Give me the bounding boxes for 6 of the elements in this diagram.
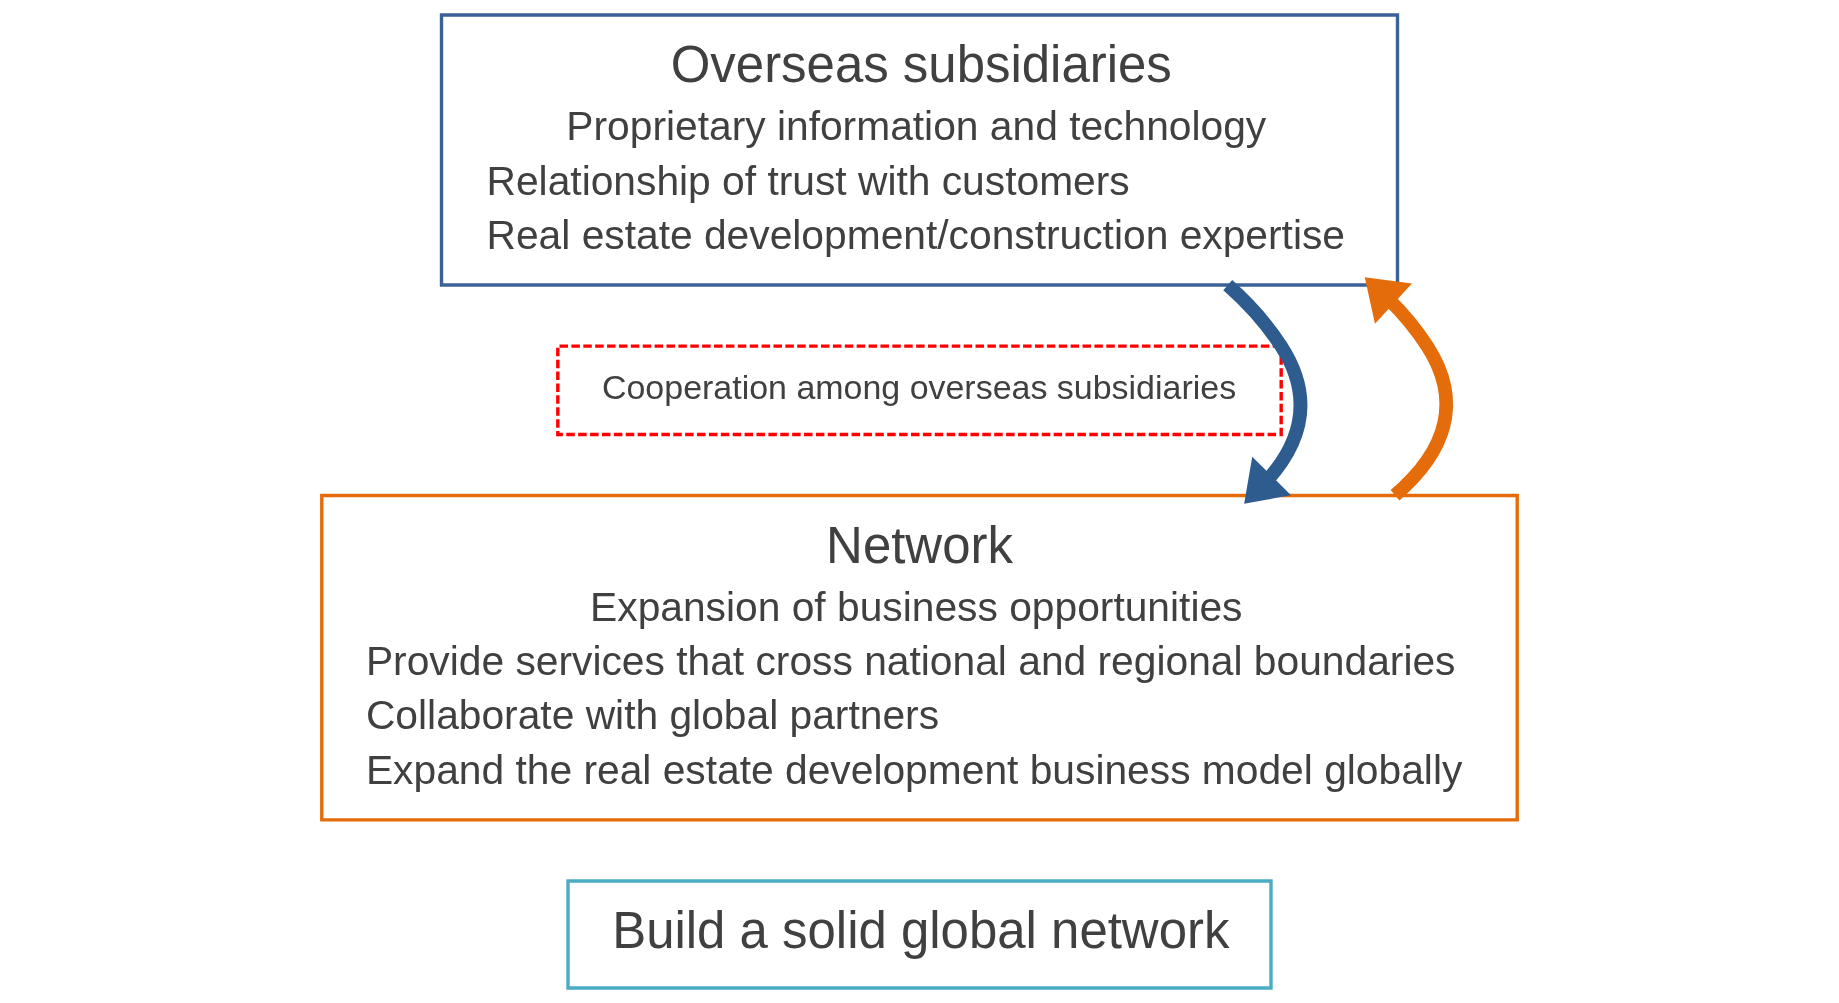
node-box: Overseas subsidiaries Proprietary information and technology Relationship of trust with customers Real estate development/construction expertise [439, 13, 1400, 287]
node-box: Network Expansion of business opportunities Provide services that cross national and regional boundaries Collaborate with global partners Expand the real estate development business model globally [320, 493, 1519, 822]
node-box: Build a solid global network [566, 879, 1273, 990]
node-box: Cooperation among overseas subsidiaries [556, 344, 1283, 437]
arrow [1364, 277, 1454, 501]
arrow [1223, 280, 1308, 504]
